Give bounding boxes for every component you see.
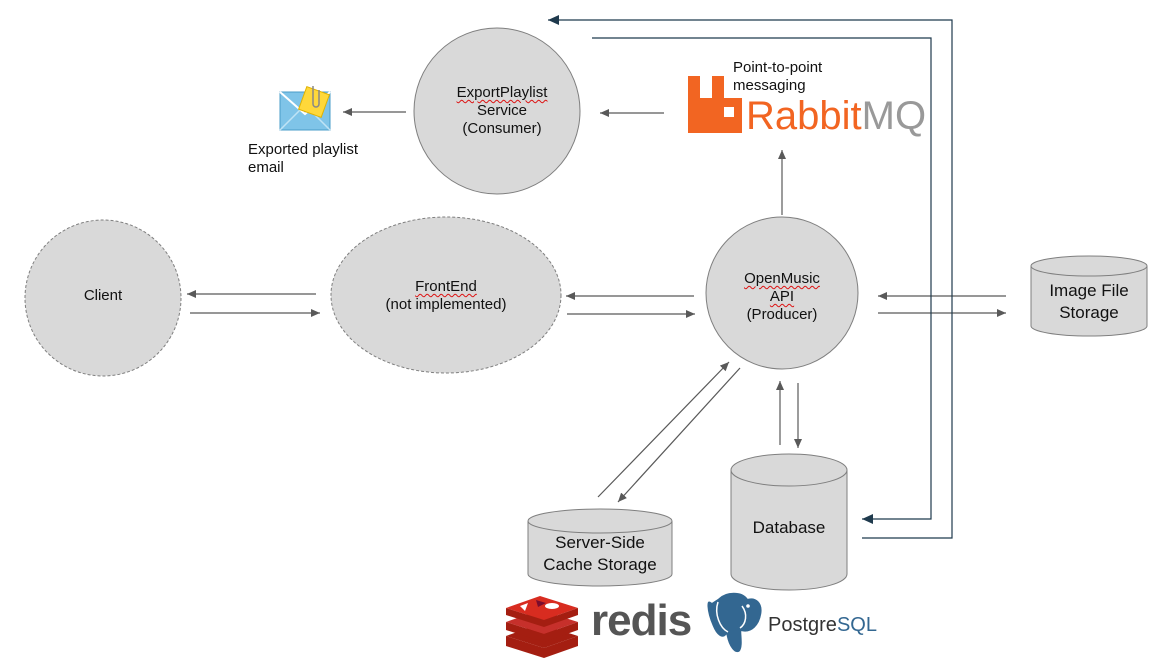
rabbitmq-wordmark-mq: MQ bbox=[861, 94, 927, 138]
cache-node bbox=[527, 508, 673, 587]
frontend-title: FrontEnd bbox=[415, 278, 477, 295]
api-line2: API bbox=[769, 288, 795, 305]
redis-wordmark: redis bbox=[591, 596, 692, 645]
frontend-label: FrontEnd (not implemented) bbox=[346, 278, 546, 314]
database-label: Database bbox=[752, 518, 826, 537]
database-node bbox=[730, 453, 848, 591]
redis-logo-icon bbox=[506, 596, 578, 658]
postgresql-wordmark-sql: SQL bbox=[836, 614, 877, 636]
email-caption: Exported playlist email bbox=[248, 141, 359, 176]
rabbitmq-caption: Point-to-point messaging bbox=[733, 59, 823, 94]
email-icon bbox=[279, 85, 331, 131]
postgresql-wordmark-postgre: Postgre bbox=[768, 614, 837, 636]
frontend-subtitle: (not implemented) bbox=[385, 296, 507, 313]
cache-label: Server-Side Cache Storage bbox=[543, 533, 657, 574]
rabbitmq-wordmark-rabbit: Rabbit bbox=[746, 94, 862, 138]
api-role: (Producer) bbox=[746, 306, 818, 323]
export-service-role: (Consumer) bbox=[462, 120, 542, 137]
frontend-node bbox=[330, 216, 562, 374]
postgresql-wordmark: PostgreSQL bbox=[768, 614, 877, 636]
api-title: OpenMusic bbox=[744, 270, 820, 287]
api-label: OpenMusic API (Producer) bbox=[722, 270, 842, 324]
postgresql-logo-icon bbox=[706, 591, 764, 654]
line-database-to-service bbox=[548, 15, 953, 539]
rabbitmq-logo-icon bbox=[688, 76, 742, 133]
client-node bbox=[24, 219, 182, 377]
line-service-to-database bbox=[592, 37, 932, 524]
arrow-cache-to-api bbox=[597, 361, 730, 498]
export-service-line2: Service bbox=[476, 102, 528, 119]
export-service-node bbox=[413, 27, 581, 195]
export-service-title: ExportPlaylist bbox=[456, 84, 548, 101]
image-storage-node bbox=[1030, 255, 1148, 337]
api-node bbox=[705, 216, 859, 370]
arrow-api-to-cache bbox=[617, 367, 741, 503]
export-service-label: ExportPlaylist Service (Consumer) bbox=[432, 84, 572, 138]
client-label: Client bbox=[83, 287, 123, 304]
rabbitmq-wordmark: RabbitMQ bbox=[746, 96, 926, 136]
image-storage-label: Image File Storage bbox=[1049, 281, 1129, 322]
